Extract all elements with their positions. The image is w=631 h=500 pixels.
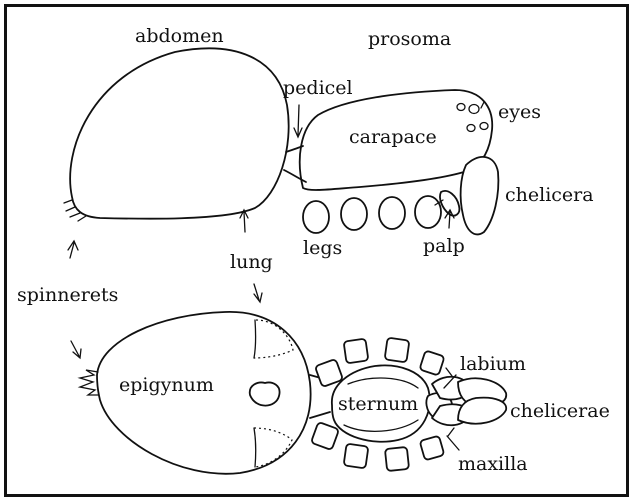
label-maxilla: maxilla xyxy=(458,453,528,475)
label-chelicerae: chelicerae xyxy=(510,400,610,422)
spinnerets-side xyxy=(63,199,87,222)
abdomen-shape xyxy=(69,47,290,220)
diagram-frame xyxy=(4,4,629,497)
spinnerets-ventral xyxy=(77,369,100,396)
label-epigynum: epigynum xyxy=(119,374,214,396)
pedicel-shape xyxy=(283,145,307,183)
epigynum-shape xyxy=(248,381,281,407)
label-pedicel: pedicel xyxy=(283,77,353,99)
label-sternum: sternum xyxy=(338,393,418,415)
label-eyes: eyes xyxy=(498,101,541,123)
pointer-lines xyxy=(67,104,460,451)
label-chelicera: chelicera xyxy=(505,184,594,206)
label-abdomen: abdomen xyxy=(135,25,224,47)
coxae-ring xyxy=(311,337,445,472)
ventral-abdomen-shape xyxy=(96,311,312,475)
label-spinnerets: spinnerets xyxy=(17,284,118,306)
side-view xyxy=(63,47,500,236)
lung-upper xyxy=(253,319,257,359)
chelicera-shape xyxy=(459,156,500,236)
label-prosoma: prosoma xyxy=(368,28,451,50)
label-carapace: carapace xyxy=(349,126,437,148)
label-palp: palp xyxy=(423,235,465,257)
sternum-shape xyxy=(331,364,431,443)
label-labium: labium xyxy=(460,353,526,375)
ventral-view xyxy=(77,311,508,475)
labels: abdomen prosoma pedicel eyes carapace ch… xyxy=(17,25,610,475)
label-legs: legs xyxy=(303,237,342,259)
lung-lower xyxy=(253,427,257,468)
legs-side xyxy=(302,195,442,234)
palp-shape xyxy=(439,190,461,217)
label-lung: lung xyxy=(230,251,273,273)
eyes-cluster xyxy=(456,101,489,133)
carapace-shape xyxy=(298,89,494,191)
